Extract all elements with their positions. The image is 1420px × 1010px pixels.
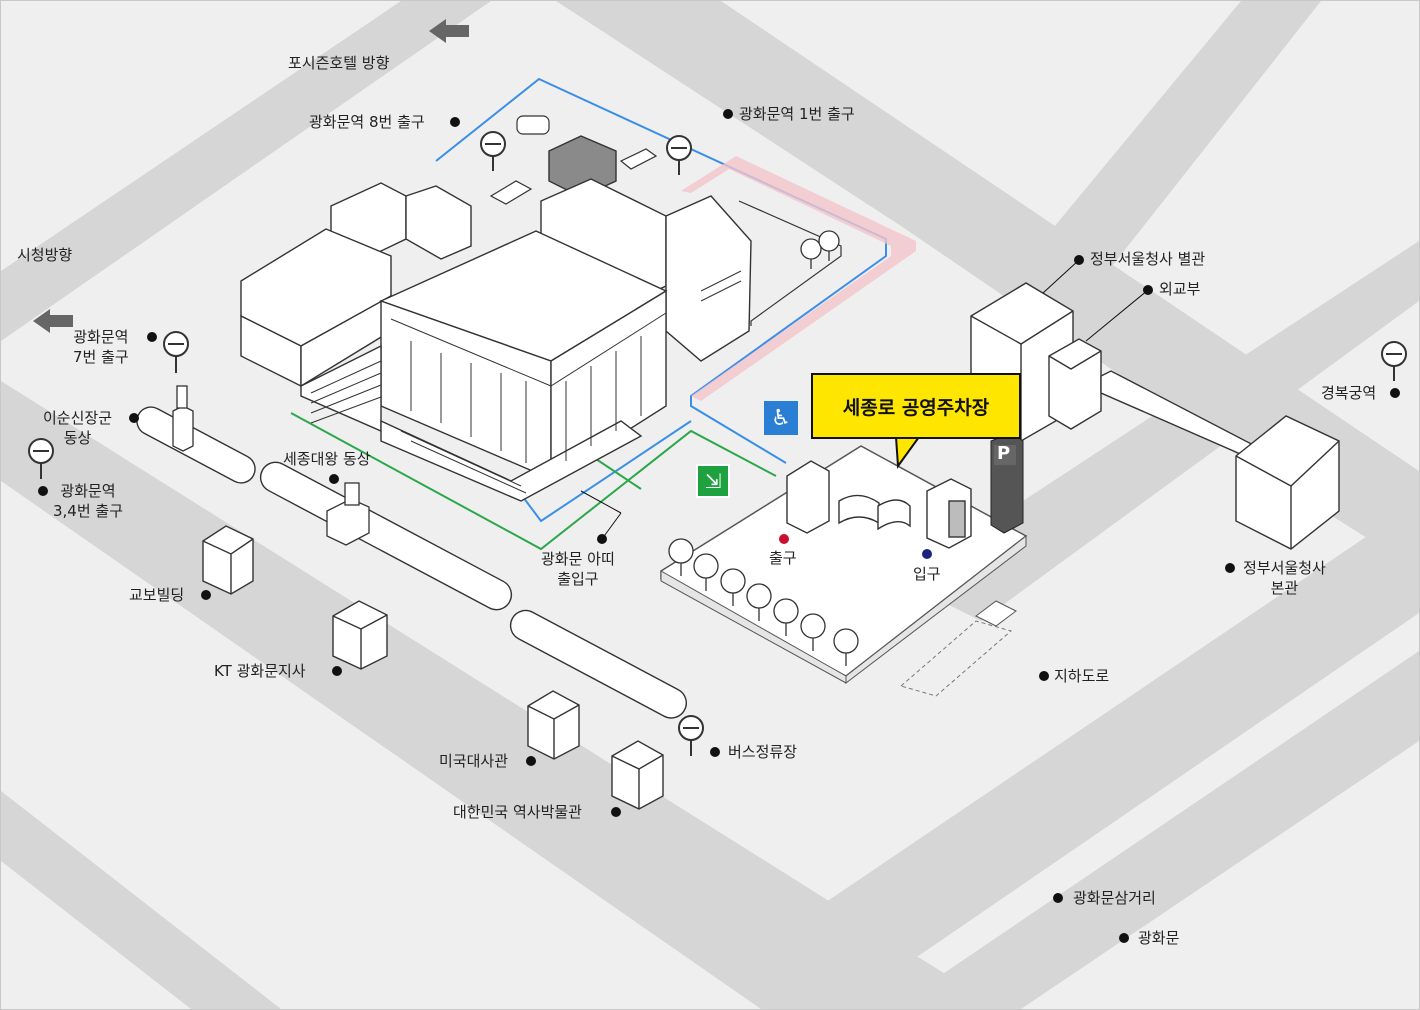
marker-dot bbox=[1225, 563, 1235, 573]
marker-dot bbox=[526, 756, 536, 766]
road-right-diag bbox=[901, 241, 1419, 621]
label-museum: 대한민국 역사박물관 bbox=[453, 803, 582, 821]
label-gov-main: 정부서울청사 본관 bbox=[1243, 559, 1326, 597]
government-buildings bbox=[970, 282, 1340, 550]
exit-dot bbox=[779, 534, 789, 544]
tree-icon bbox=[800, 238, 822, 269]
label-bus-stop: 버스정류장 bbox=[728, 743, 798, 761]
label-exit8: 광화문역 8번 출구 bbox=[309, 113, 425, 131]
label-kt: KT 광화문지사 bbox=[214, 662, 306, 680]
marker-dot bbox=[710, 747, 720, 757]
label-sejong-statue: 세종대왕 동상 bbox=[283, 450, 371, 468]
city-buildings bbox=[202, 525, 664, 810]
road-diag-main bbox=[1, 396, 1419, 1009]
building-details bbox=[310, 270, 742, 494]
subway-sign-icon bbox=[678, 715, 704, 756]
label-gyeongbokgung: 경복궁역 bbox=[1321, 384, 1377, 402]
road-bottom-right bbox=[891, 651, 1419, 1009]
label-exit7: 광화문역 7번 출구 bbox=[73, 328, 129, 366]
marker-dot bbox=[38, 486, 48, 496]
tree-icon bbox=[668, 538, 694, 576]
parking-sign-icon bbox=[990, 432, 1024, 534]
road-right-upper bbox=[1001, 1, 1321, 331]
marker-dot bbox=[611, 807, 621, 817]
marker-dot bbox=[1390, 388, 1400, 398]
marker-dot bbox=[1039, 671, 1049, 681]
label-city-hall: 시청방향 bbox=[17, 246, 73, 264]
sejong-center-buildings bbox=[240, 135, 752, 502]
callout-pointer bbox=[894, 436, 921, 469]
entry-dot bbox=[922, 549, 932, 559]
route-red bbox=[681, 156, 916, 401]
marker-dot bbox=[450, 117, 460, 127]
route-green bbox=[290, 412, 777, 551]
subway-sign-icon bbox=[480, 131, 506, 171]
label-exit-gate: 출구 bbox=[769, 549, 797, 567]
subway-signs bbox=[28, 131, 1407, 756]
label-gov-annex: 정부서울청사 별관 bbox=[1090, 250, 1206, 268]
label-entry-gate: 입구 bbox=[913, 565, 941, 583]
tree-icon bbox=[693, 553, 719, 591]
marker-dot bbox=[1074, 255, 1084, 265]
marker-dot bbox=[1053, 893, 1063, 903]
underpass-entrance bbox=[975, 600, 1017, 627]
road-bottom-left bbox=[1, 791, 281, 1009]
label-kyobo: 교보빌딩 bbox=[129, 586, 185, 604]
tree-icon bbox=[833, 628, 859, 666]
marker-dot bbox=[329, 474, 339, 484]
marker-dot bbox=[597, 534, 607, 544]
label-exit34: 광화문역 3,4번 출구 bbox=[53, 482, 124, 520]
marker-dot bbox=[1119, 933, 1129, 943]
label-us-embassy: 미국대사관 bbox=[439, 752, 509, 770]
subway-sign-icon bbox=[666, 135, 692, 175]
label-four-seasons: 포시즌호텔 방향 bbox=[288, 54, 390, 72]
parking-title: 세종로 공영주차장 bbox=[811, 373, 1021, 439]
emergency-exit-icon: ⇲ bbox=[696, 464, 730, 498]
medians bbox=[136, 406, 687, 719]
marker-dot bbox=[201, 590, 211, 600]
subway-sign-icon bbox=[163, 331, 189, 373]
arrow-left-icon bbox=[429, 19, 469, 43]
arrow-left-icon bbox=[33, 309, 73, 333]
marker-dot bbox=[147, 332, 157, 342]
label-mofa: 외교부 bbox=[1159, 280, 1201, 298]
parking-sign-text: P bbox=[997, 443, 1011, 464]
wheelchair-icon: ♿ bbox=[764, 401, 798, 435]
tree-icon bbox=[773, 598, 799, 636]
marker-dot bbox=[1143, 285, 1153, 295]
marker-dot bbox=[723, 109, 733, 119]
subway-sign-icon bbox=[1381, 341, 1407, 381]
tree-icon bbox=[746, 583, 772, 621]
label-gwanghwamun: 광화문 bbox=[1138, 929, 1180, 947]
statues bbox=[172, 385, 370, 546]
subway-sign-icon bbox=[28, 438, 54, 479]
fence bbox=[738, 200, 842, 326]
label-yi-sun-sin: 이순신장군 동상 bbox=[43, 409, 113, 447]
trees bbox=[668, 230, 859, 666]
statue-icon bbox=[172, 405, 194, 452]
marker-dot bbox=[129, 413, 139, 423]
route-blue bbox=[435, 77, 887, 464]
road-top-left bbox=[1, 1, 491, 341]
label-underpass: 지하도로 bbox=[1054, 667, 1110, 685]
label-intersection: 광화문삼거리 bbox=[1073, 889, 1156, 907]
underpass-ramp bbox=[899, 620, 1013, 697]
tree-icon bbox=[800, 613, 826, 651]
parking-objects bbox=[786, 460, 972, 549]
tree-icon bbox=[720, 568, 746, 606]
label-exit1: 광화문역 1번 출구 bbox=[739, 105, 855, 123]
benches bbox=[489, 115, 658, 205]
marker-dot bbox=[332, 666, 342, 676]
label-arte-entrance: 광화문 아띠 출입구 bbox=[541, 550, 615, 588]
tree-icon bbox=[818, 230, 840, 261]
